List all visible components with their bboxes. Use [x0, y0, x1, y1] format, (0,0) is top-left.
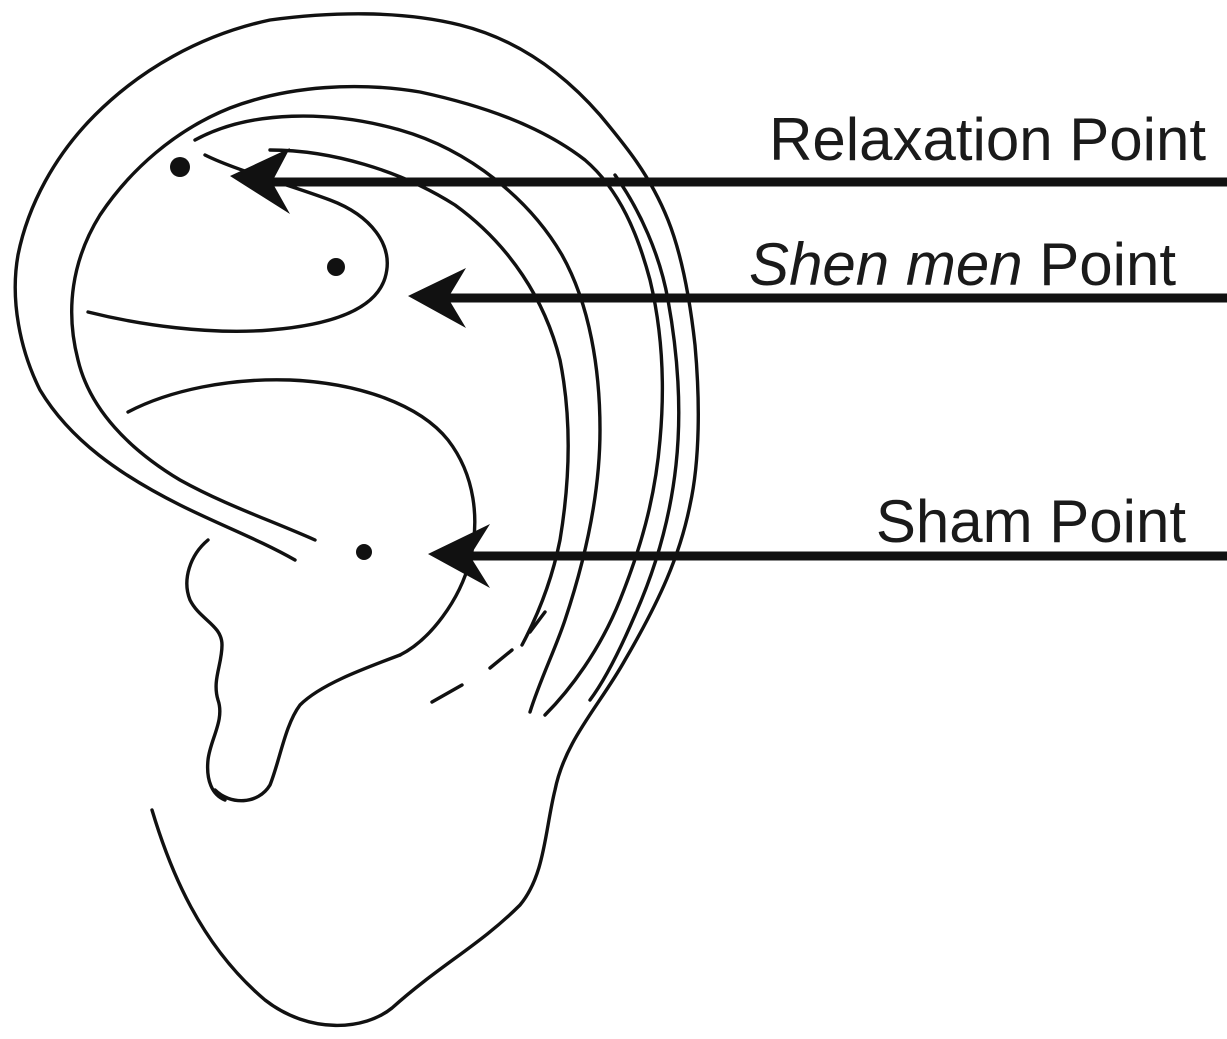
sham-point-dot	[356, 544, 372, 560]
ear-antihelix-outer	[195, 116, 600, 712]
ear-helix-secondary	[590, 175, 679, 700]
ear-dash-1	[432, 685, 462, 702]
shen-men-point-label: Shen men Point	[749, 231, 1176, 298]
ear-concha	[215, 655, 400, 801]
ear-dash-2	[490, 650, 512, 668]
relaxation-point-label: Relaxation Point	[769, 106, 1206, 173]
shen-men-point-dot	[327, 258, 345, 276]
ear-outer-helix	[15, 14, 698, 1026]
shen-men-italic-text: Shen men	[749, 231, 1023, 298]
ear-antihelix-crus	[128, 380, 475, 655]
shen-men-point-text: Point	[1023, 231, 1177, 298]
sham-point-label: Sham Point	[876, 488, 1186, 555]
ear-tragus	[187, 540, 225, 800]
ear-antihelix-inner	[270, 150, 568, 645]
relaxation-point-dot	[170, 157, 190, 177]
